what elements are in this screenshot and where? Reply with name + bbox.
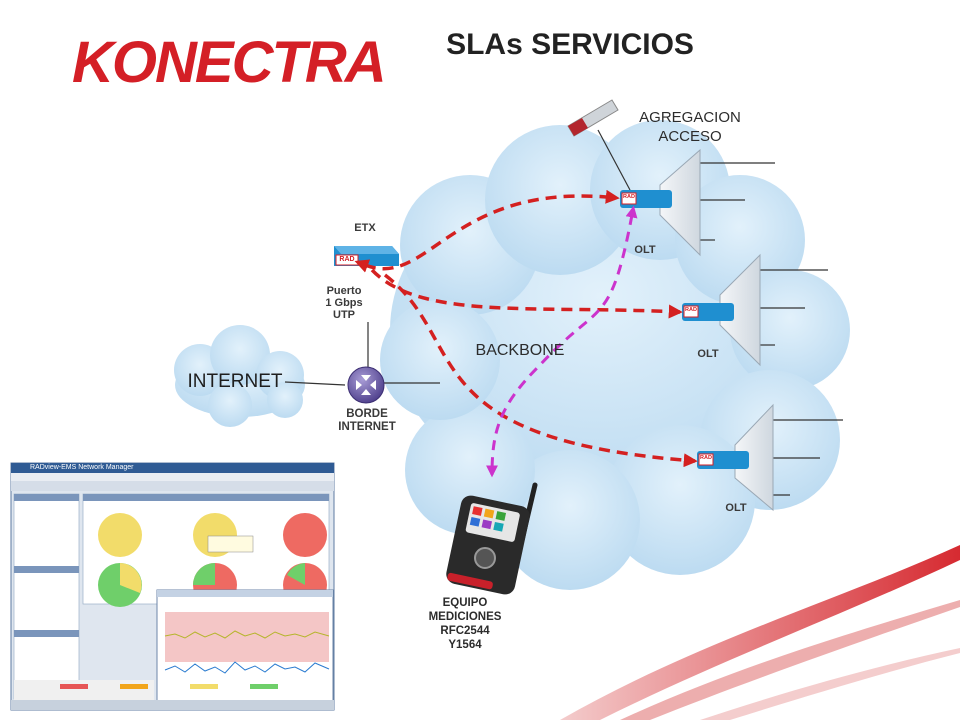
border-router-icon [347,366,385,404]
olt-3 [697,403,774,512]
equipo-label: EQUIPO [442,597,488,609]
olt-label-1: OLT [634,244,656,256]
backbone-label: BACKBONE [475,342,565,359]
konectra-logo: KONECTRA [72,30,387,95]
borde-internet-label: INTERNET [338,421,396,433]
ems-window-title: RADview-EMS Network Manager [30,464,134,471]
puerto-label: Puerto [326,285,362,297]
rad-badge-olt-1: RAD [623,194,635,200]
gbps-label: 1 Gbps [325,297,363,309]
solid-links [284,129,843,496]
etx-label: ETX [354,222,376,234]
rad-badge-olt-3: RAD [700,455,712,461]
agregacion-label: AGREGACION [639,109,741,126]
utp-label: UTP [333,309,355,321]
acceso-label: ACCESO [658,128,722,145]
mediciones-label: MEDICIONES [428,611,502,623]
rad-badge-etx: RAD [339,256,355,263]
sfp-module-icon [567,99,619,137]
dashed-magenta-link [486,205,638,478]
ems-screenshot [10,462,335,711]
internet-label: INTERNET [187,371,283,392]
decorative-swoosh [560,545,960,720]
y1564-label: Y1564 [448,639,482,651]
olt-1 [620,148,701,257]
internet-cloud [174,325,305,427]
page-title: SLAs SERVICIOS [446,28,694,61]
olt-label-2: OLT [697,348,719,360]
measurement-device-icon [446,482,538,595]
rfc-label: RFC2544 [440,625,490,637]
borde-label: BORDE [346,408,388,420]
rad-badge-olt-2: RAD [685,307,697,313]
olt-label-3: OLT [725,502,747,514]
backbone-cloud [380,120,850,590]
olt-2 [682,253,761,367]
